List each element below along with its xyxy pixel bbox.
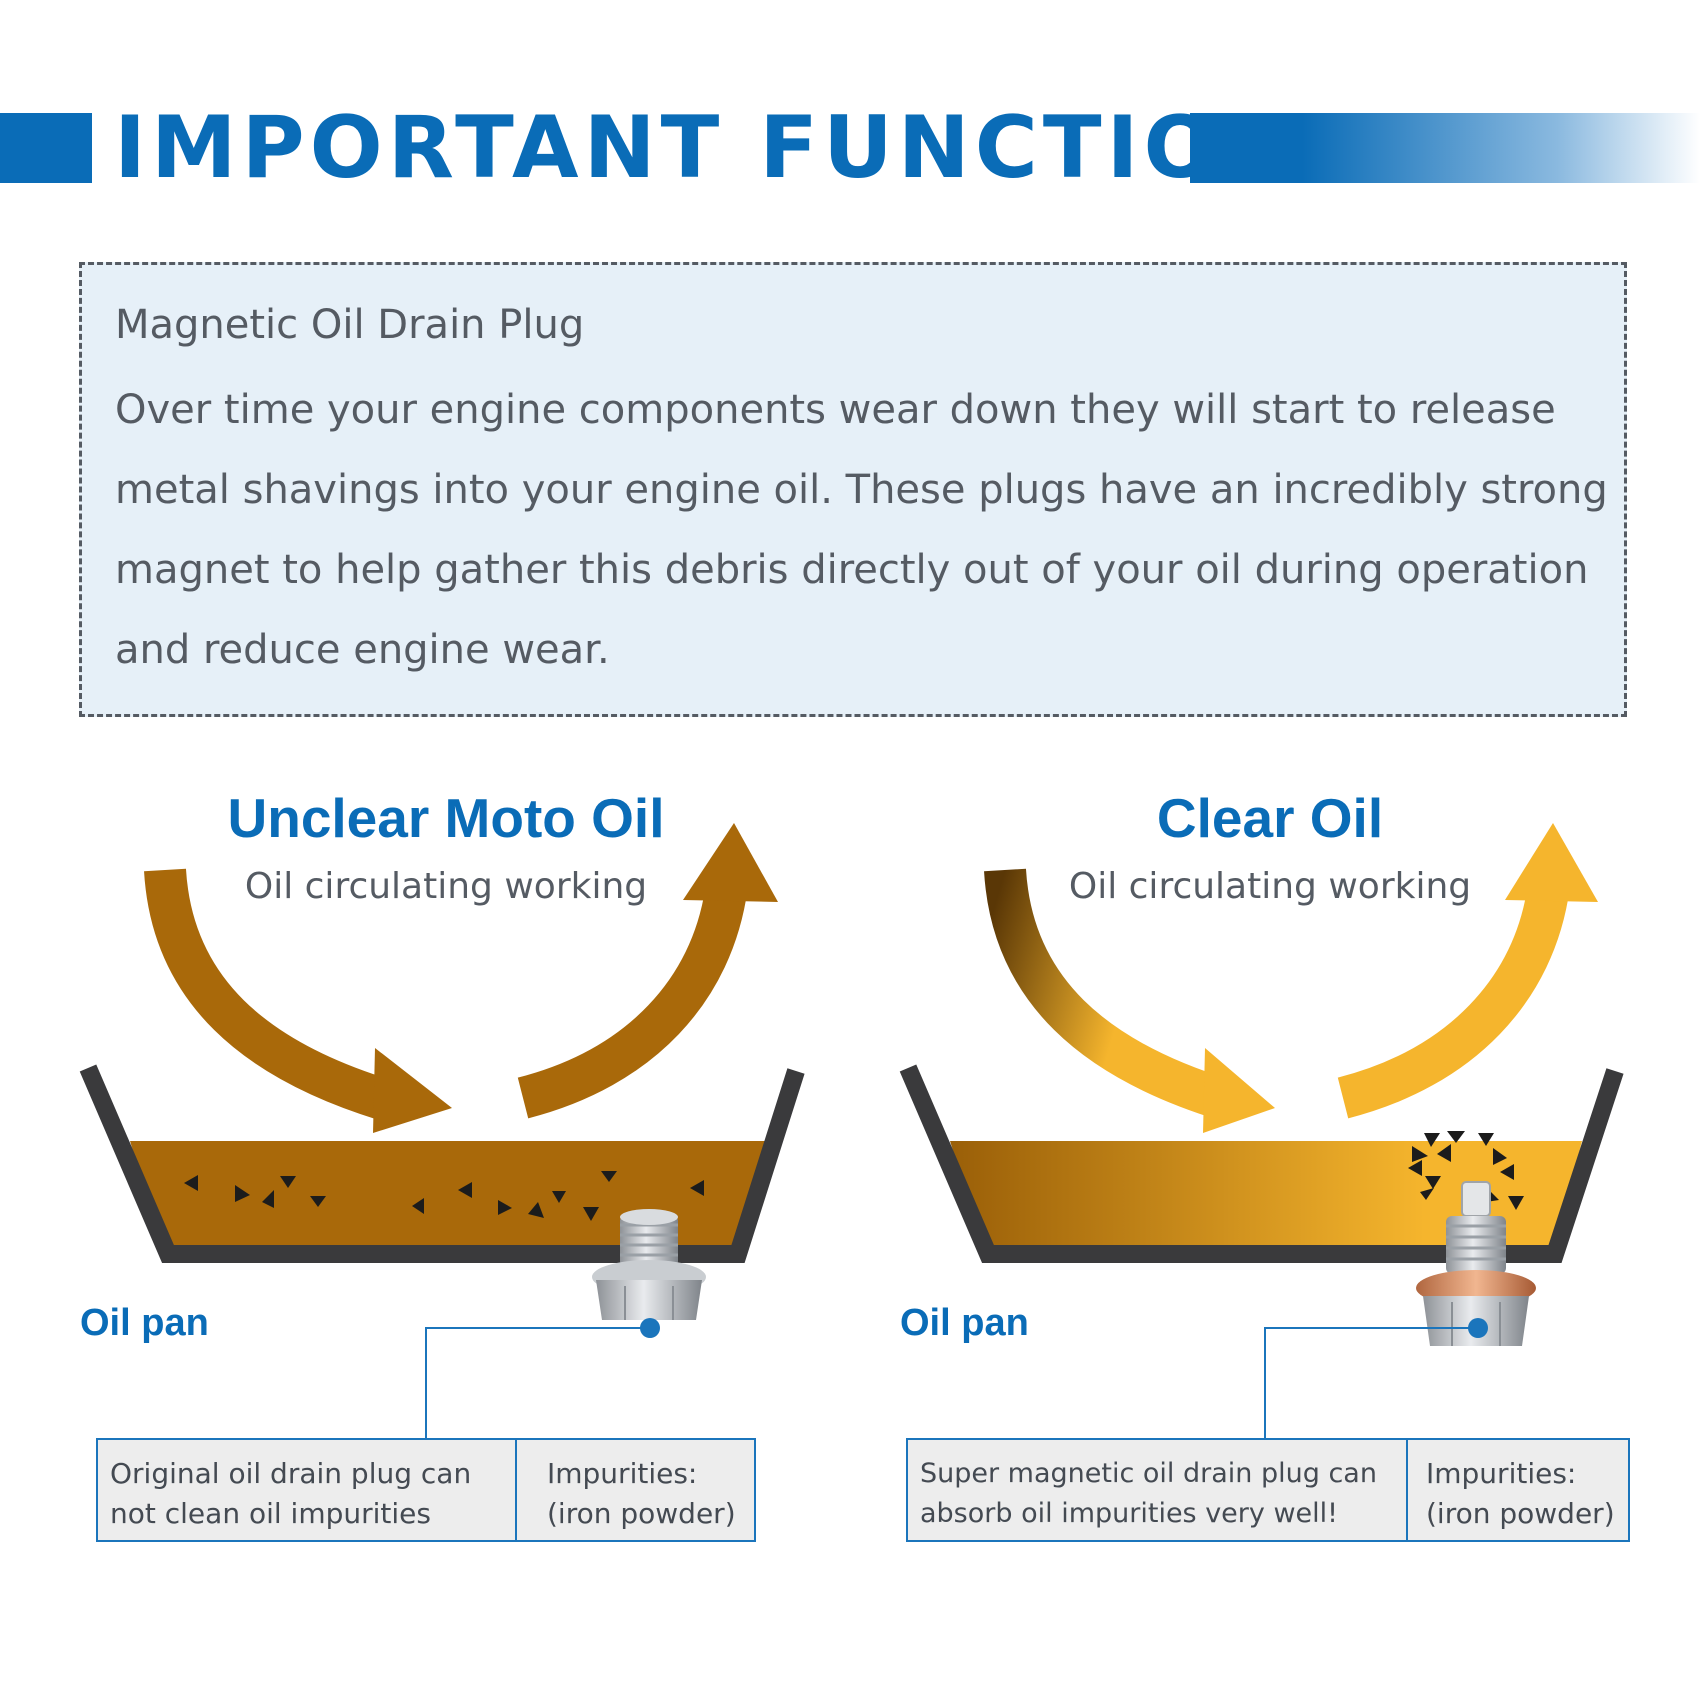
left-oil-pan <box>79 1064 805 1263</box>
right-panel-graphics <box>899 823 1624 1440</box>
magnetic-drain-plug <box>1416 1181 1536 1346</box>
left-impurity-particles <box>184 1171 704 1221</box>
header-bar-right <box>1190 113 1700 183</box>
right-inflow-arrowhead <box>1203 1048 1275 1133</box>
right-oil-pan <box>899 1064 1624 1263</box>
right-panel-title: Clear Oil <box>1156 787 1384 849</box>
left-callout-leader <box>425 1327 650 1440</box>
right-impurity-particles <box>1408 1131 1524 1210</box>
left-outflow-arrow <box>517 881 748 1119</box>
left-oil <box>130 1141 767 1245</box>
description-body: Over time your engine components wear do… <box>115 387 1608 673</box>
left-callout-description: Original oil drain plug can not clean oi… <box>110 1457 472 1530</box>
left-callout-dot <box>640 1318 660 1338</box>
header-bar-left <box>0 113 92 183</box>
left-inflow-arrow <box>144 868 392 1121</box>
right-oil <box>950 1141 1582 1245</box>
description-box <box>79 262 1627 717</box>
left-outflow-arrowhead <box>683 823 778 902</box>
right-panel-subtitle: Oil circulating working <box>1068 866 1472 907</box>
right-callout-description: Super magnetic oil drain plug can absorb… <box>920 1458 1377 1529</box>
left-panel-subtitle: Oil circulating working <box>244 866 648 907</box>
left-oil-pan-label: Oil pan <box>80 1302 209 1344</box>
right-callout-table: Super magnetic oil drain plug can absorb… <box>906 1438 1630 1542</box>
left-panel-title: Unclear Moto Oil <box>227 787 665 849</box>
right-inflow-arrow <box>984 868 1232 1121</box>
original-drain-plug <box>592 1209 706 1320</box>
page-title: IMPORTANT FUNCTION <box>114 98 1299 198</box>
left-panel-graphics <box>79 823 805 1440</box>
right-callout-impurities: Impurities: (iron powder) <box>1406 1440 1628 1540</box>
right-callout-leader <box>1264 1327 1478 1440</box>
right-outflow-arrow <box>1337 881 1570 1119</box>
left-callout-table: Original oil drain plug can not clean oi… <box>96 1438 756 1542</box>
left-inflow-arrowhead <box>373 1048 452 1133</box>
right-outflow-arrowhead <box>1505 823 1598 902</box>
right-oil-pan-label: Oil pan <box>900 1302 1029 1344</box>
left-callout-impurities: Impurities: (iron powder) <box>515 1440 754 1540</box>
description-title: Magnetic Oil Drain Plug <box>115 302 585 348</box>
right-callout-dot <box>1468 1318 1488 1338</box>
